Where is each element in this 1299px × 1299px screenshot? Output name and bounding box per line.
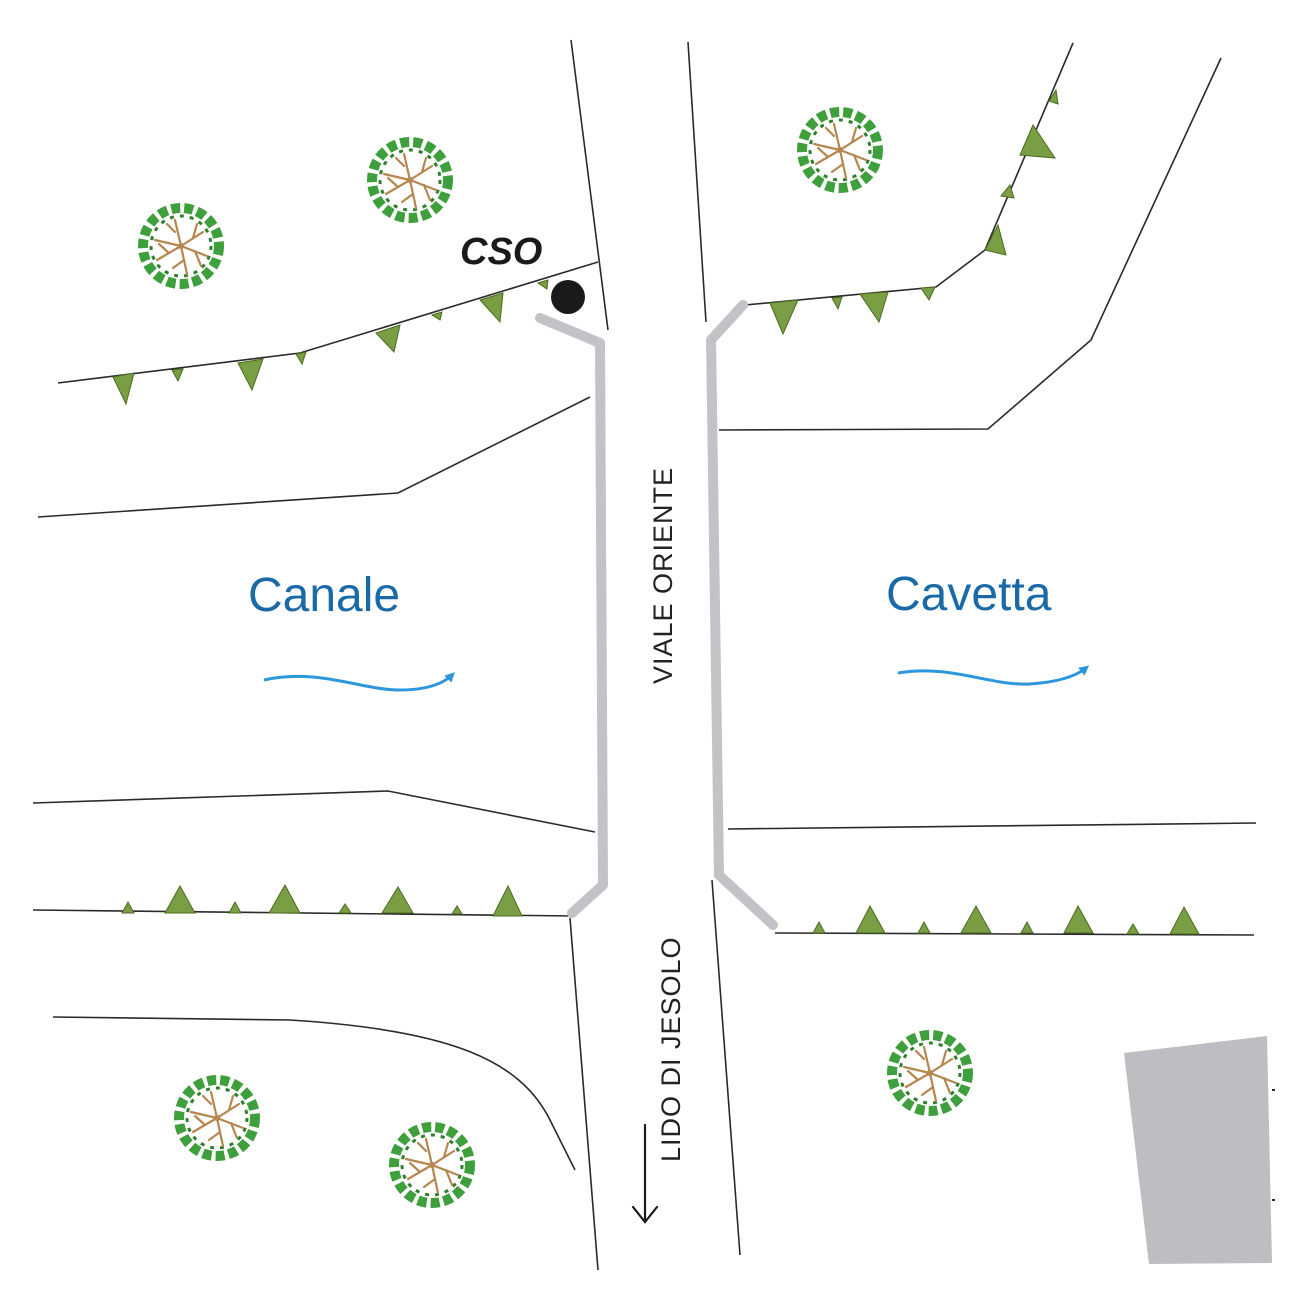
bank-vegetation — [112, 88, 1200, 935]
cso-label: CSO — [460, 231, 542, 273]
bank-lines — [32, 42, 1257, 1171]
bridge-wall-east — [706, 300, 778, 930]
road-south-curve-left — [52, 1016, 576, 1171]
building — [1124, 1036, 1272, 1264]
road-edges — [569, 39, 741, 1271]
bank-north-left — [57, 261, 599, 384]
flow-arrow-icon — [263, 672, 455, 692]
cso-point-icon — [551, 280, 585, 314]
bank-canal-south-right — [727, 822, 1257, 830]
canal-left-label: Canale — [248, 569, 400, 622]
bridge-walls — [535, 300, 778, 930]
tree-icon — [394, 1127, 470, 1203]
down-arrow-icon — [631, 1123, 659, 1224]
tree-icon — [143, 208, 219, 284]
flow-arrow-icon — [897, 665, 1090, 686]
tree-icon — [179, 1080, 255, 1156]
road-label-north: VIALE ORIENTE — [648, 467, 678, 684]
canal-right-label: Cavetta — [886, 568, 1052, 621]
bank-north-right — [744, 42, 1074, 306]
road-edge-east-south — [711, 879, 741, 1256]
bank-canal-south-left — [32, 790, 596, 833]
road-edge-west-north — [570, 39, 609, 331]
tree-icon — [372, 142, 448, 218]
road-edge-west-south — [569, 917, 599, 1271]
road-edge-east-north — [687, 41, 707, 323]
road-label-south: LIDO DI JESOLO — [656, 936, 686, 1162]
tree-icon — [802, 112, 878, 188]
building-edge — [1272, 1089, 1275, 1201]
bridge-wall-west — [535, 313, 608, 918]
bank-veg-south-right — [774, 932, 1255, 936]
bank-mid-right — [718, 57, 1222, 431]
bank-mid-left — [37, 396, 591, 518]
tree-icon — [892, 1035, 968, 1111]
